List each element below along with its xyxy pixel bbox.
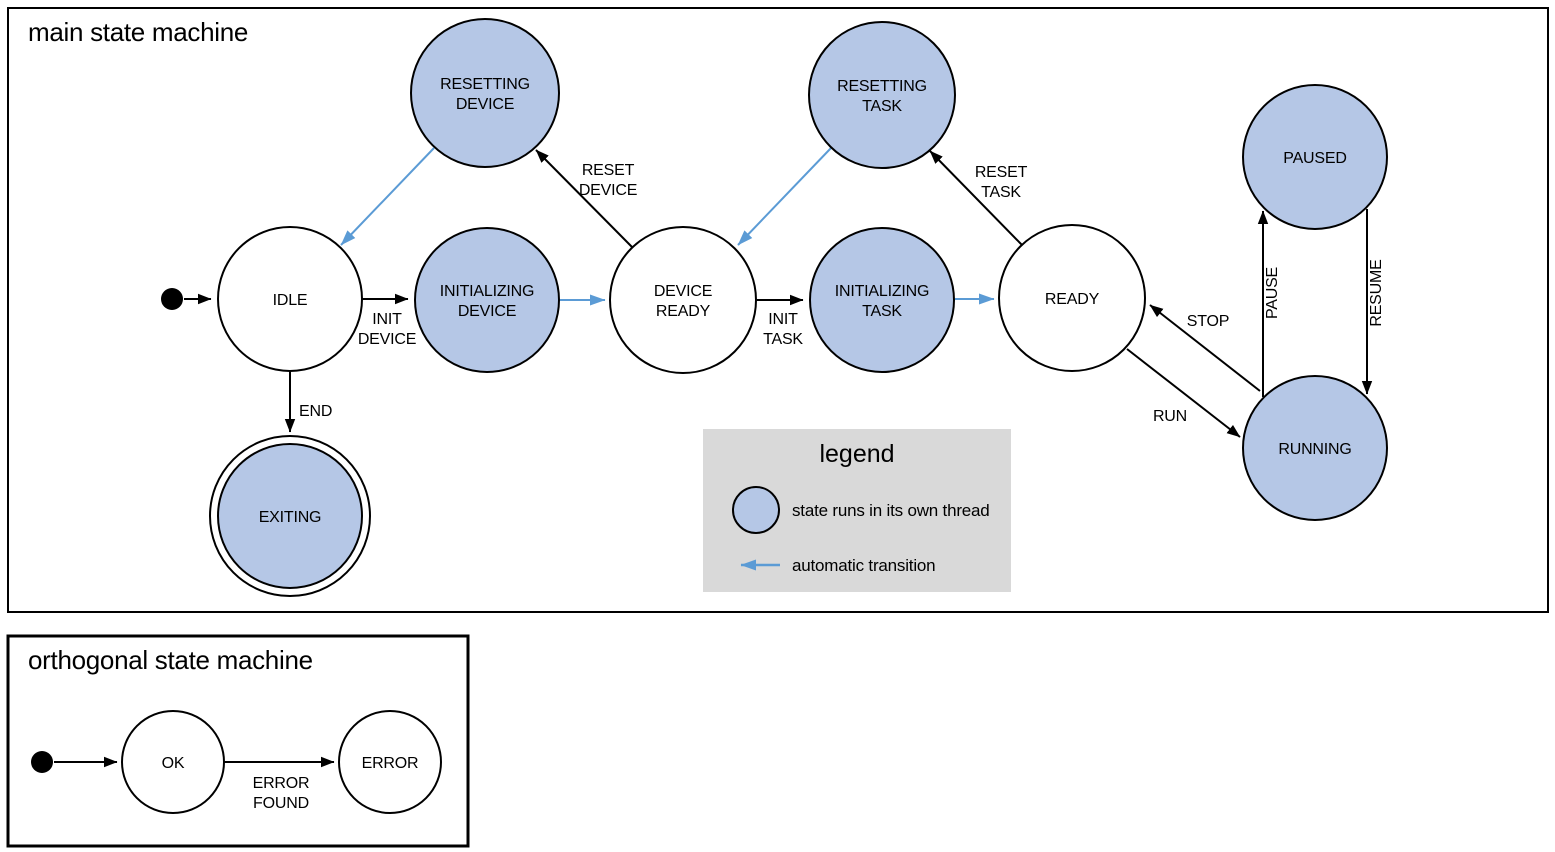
resetting-device-circle	[410, 18, 560, 168]
transition-ready-to-resetting-task	[929, 150, 1023, 246]
transition-running-to-ready	[1149, 304, 1261, 392]
error-circle	[338, 710, 442, 814]
running-label: RUNNING	[1278, 441, 1351, 458]
state-running: RUNNING	[1242, 375, 1388, 521]
transition-label-running-to-ready: STOP	[1187, 313, 1229, 330]
transition-resetting-task-to-device-ready-auto	[737, 147, 832, 246]
transition-ready-to-running	[1126, 348, 1241, 438]
running-circle	[1242, 375, 1388, 521]
transition-label-paused-to-running: RESUME	[1368, 259, 1385, 326]
initial-state-dot	[31, 751, 53, 773]
state-ortho-start	[31, 751, 53, 773]
device-ready-circle	[609, 226, 757, 374]
exiting-circle	[217, 443, 363, 589]
state-error: ERROR	[338, 710, 442, 814]
main-machine-title: main state machine	[28, 17, 248, 47]
legend-threaded-state-circle-icon	[732, 486, 780, 534]
transition-label-running-to-paused: PAUSE	[1264, 267, 1281, 319]
state-idle: IDLE	[217, 226, 363, 372]
legend-auto-transition-label: automatic transition	[792, 556, 935, 575]
ok-label: OK	[162, 755, 185, 772]
state-ok: OK	[121, 710, 225, 814]
transition-resetting-device-to-idle-auto	[340, 147, 435, 246]
state-start	[161, 288, 183, 310]
legend-threaded-state-label: state runs in its own thread	[792, 501, 990, 520]
paused-circle	[1242, 84, 1388, 230]
initializing-task-circle	[809, 227, 955, 373]
initializing-device-circle	[414, 227, 560, 373]
ready-circle	[998, 224, 1146, 372]
ok-circle	[121, 710, 225, 814]
idle-label: IDLE	[273, 292, 308, 309]
resetting-task-circle	[808, 21, 956, 169]
orthogonal-machine-title: orthogonal state machine	[28, 645, 313, 675]
transition-device-ready-to-resetting-device	[535, 149, 633, 248]
state-paused: PAUSED	[1242, 84, 1388, 230]
state-ready: READY	[998, 224, 1146, 372]
transition-label-idle-to-exiting: END	[299, 403, 332, 420]
initial-state-dot	[161, 288, 183, 310]
ready-label: READY	[1045, 291, 1100, 308]
legend-title: legend	[819, 440, 894, 468]
legend: legend state runs in its own thread automa…	[703, 429, 1011, 592]
idle-circle	[217, 226, 363, 372]
exiting-label: EXITING	[259, 509, 322, 526]
error-label: ERROR	[362, 755, 419, 772]
state-exiting: EXITING	[209, 435, 371, 597]
paused-label: PAUSED	[1283, 150, 1346, 167]
transition-label-ready-to-running: RUN	[1153, 408, 1187, 425]
